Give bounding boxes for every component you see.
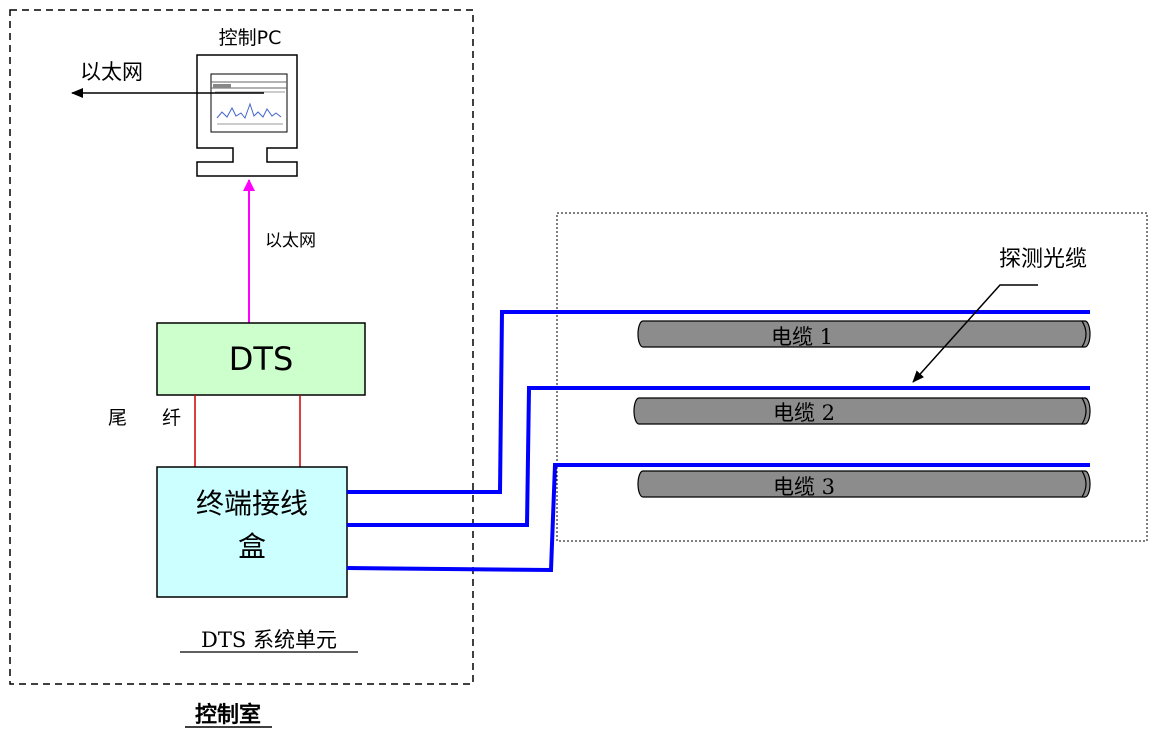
sensing-cable-pointer	[912, 284, 1038, 383]
power-cable-3	[637, 470, 1091, 498]
cable-1-label: 电缆 1	[771, 325, 833, 349]
terminal-box	[156, 466, 348, 598]
dts-box-label: DTS	[229, 340, 294, 378]
sensing-fiber-3	[346, 463, 1090, 573]
ethernet-top-label: 以太网	[80, 60, 143, 84]
control-pc-monitor-icon	[196, 54, 298, 177]
terminal-box-label-line2: 盒	[238, 530, 266, 563]
control-room-label: 控制室	[195, 702, 261, 728]
pc-title: 控制PC	[219, 27, 282, 49]
sensing-fiber-2	[347, 386, 1090, 527]
pigtail-label-right: 纤	[162, 407, 181, 429]
power-cable-2	[633, 397, 1091, 425]
ethernet-mid-label: 以太网	[265, 231, 316, 251]
field-area-boundary	[556, 212, 1148, 542]
dts-unit-label: DTS 系统单元	[201, 628, 337, 652]
sensing-cable-label: 探测光缆	[999, 247, 1087, 272]
power-cable-1	[637, 320, 1091, 348]
sensing-fiber-1	[347, 310, 1090, 494]
pigtail-label-left: 尾	[108, 407, 127, 429]
cable-3-label: 电缆 3	[773, 475, 835, 499]
dts-box	[156, 322, 366, 396]
control-room-boundary	[9, 9, 474, 685]
terminal-box-label-line1: 终端接线	[196, 487, 308, 520]
cable-2-label: 电缆 2	[773, 401, 835, 425]
